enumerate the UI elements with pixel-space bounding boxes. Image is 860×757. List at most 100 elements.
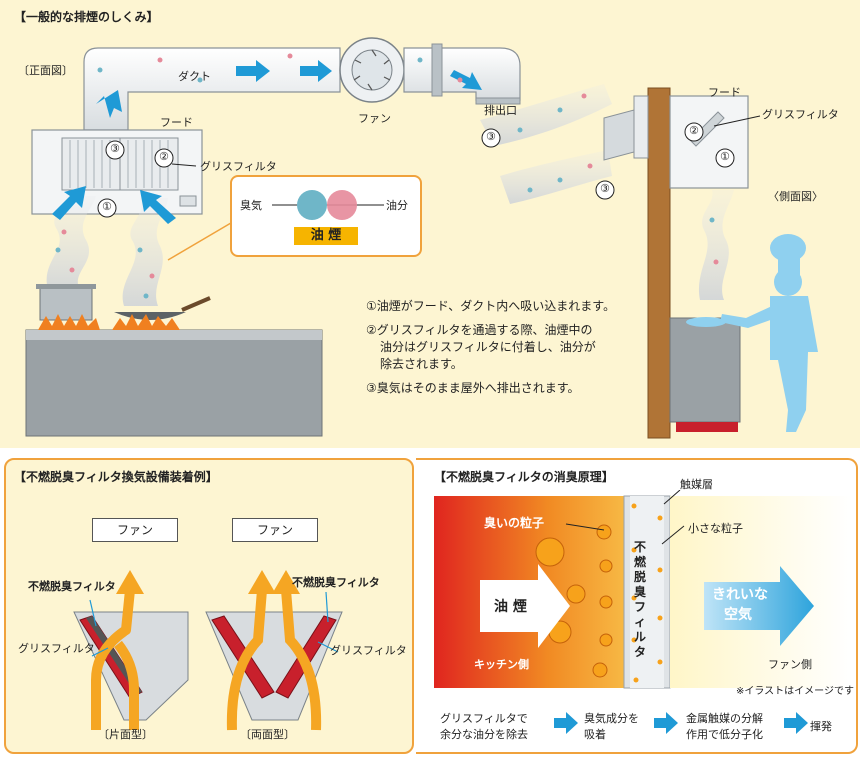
- step-2c: 除去されます。: [380, 357, 463, 371]
- fan-box-double: ファン: [232, 518, 318, 542]
- hood-drip: [179, 195, 197, 207]
- flow-2-line2: 吸着: [584, 728, 606, 741]
- chef-silhouette: [686, 234, 818, 432]
- clean-air-label-2: 空気: [724, 607, 752, 623]
- side-stove: [669, 317, 741, 423]
- exhaust-rim: [475, 97, 521, 105]
- duct-label: ダクト: [178, 70, 211, 83]
- side-hood-label: フード: [708, 86, 741, 99]
- single-deodor-pointer: [89, 599, 97, 627]
- side-stove-base: [676, 422, 738, 432]
- double-flow-arrow-left: [248, 570, 276, 594]
- legend-box: 臭気 油分 油 煙: [230, 175, 422, 257]
- clean-air-label-1: きれいな: [712, 587, 768, 603]
- frying-pan: [114, 312, 186, 320]
- odor-particles-large: [535, 524, 613, 678]
- double-flow-arrow-right: [272, 570, 300, 594]
- pot-rim: [36, 284, 96, 289]
- wall: [647, 87, 671, 439]
- double-deodor-label: 不燃脱臭フィルタ: [292, 576, 380, 589]
- double-grease-label: グリスフィルタ: [330, 644, 407, 657]
- duct-joint: [431, 43, 443, 97]
- single-grease-pointer: [91, 647, 109, 657]
- installation-panel: [4, 458, 414, 754]
- legend-smoke: 油 煙: [294, 227, 358, 245]
- suction-arrow-right: [140, 190, 176, 224]
- smoke-plume-left: [46, 196, 96, 290]
- single-flow-2: [114, 640, 139, 730]
- clean-air-arrow: [704, 566, 814, 646]
- catalyst-pointer: [663, 490, 681, 505]
- flow-1-line2: 余分な油分を除去: [440, 728, 528, 741]
- double-grease-pointer: [317, 641, 339, 653]
- flame-left: [38, 314, 100, 330]
- marker-3-side: ③: [600, 182, 610, 195]
- double-deodor-pointer: [325, 591, 329, 623]
- flow-3-line1: 金属触媒の分解: [686, 712, 763, 725]
- odor-particle-pointer: [565, 523, 605, 531]
- top-title: 【一般的な排煙のしくみ】: [14, 10, 159, 24]
- side-hood: [669, 95, 749, 189]
- double-flow-left: [226, 589, 267, 731]
- flow-4-line1: 揮発: [810, 720, 832, 733]
- side-smoke: [698, 190, 734, 300]
- smoke-plume-right: [122, 198, 168, 306]
- single-grease-label: グリスフィルタ: [18, 642, 95, 655]
- principle-title: 【不燃脱臭フィルタの消臭原理】: [434, 470, 614, 484]
- stove-counter: [25, 329, 323, 437]
- flow-1-line1: グリスフィルタで: [440, 712, 528, 725]
- side-view-label: 〈側面図〉: [768, 190, 823, 203]
- side-duct: [633, 95, 649, 159]
- flame-right: [112, 314, 180, 330]
- suction-arrow-left: [52, 186, 86, 220]
- small-particle-pointer: [661, 525, 685, 545]
- flow-2-line1: 臭気成分を: [584, 712, 639, 725]
- pan-handle: [181, 296, 211, 312]
- stove-top: [26, 330, 322, 340]
- step-3: ③臭気はそのまま屋外へ排出されます。: [366, 381, 580, 395]
- exhaust-label: 排出口: [484, 104, 517, 117]
- fan-rotor: [351, 49, 393, 91]
- filter-vertical-label: 不燃脱臭フィルタ: [634, 540, 647, 659]
- outdoor-smoke-2: [500, 150, 612, 204]
- grease-filter-label: グリスフィルタ: [200, 160, 277, 173]
- step-2a: ②グリスフィルタを通過する際、油煙中の: [366, 323, 593, 337]
- flow-3-line2: 作用で低分子化: [686, 728, 763, 741]
- flow-arrow-3: [784, 712, 808, 734]
- principle-diagram: [434, 490, 852, 689]
- flow-arrow-2: [654, 712, 678, 734]
- catalyst-particles: [631, 503, 663, 683]
- double-flow-right: [281, 589, 322, 731]
- duct-arrow-down: [450, 70, 482, 90]
- odor-particles: [55, 53, 727, 299]
- installation-diagram: [73, 570, 343, 731]
- marker-2-side: ②: [689, 124, 699, 137]
- catalyst-layer-label: 触媒層: [680, 478, 713, 491]
- duct-shape: [83, 47, 341, 131]
- legend-oil: 油分: [386, 199, 408, 212]
- single-flow-arrow: [116, 570, 144, 594]
- single-flow: [91, 589, 135, 730]
- flow-arrow-1: [554, 712, 578, 734]
- step-2b: 油分はグリスフィルタに付着し、油分が: [380, 340, 596, 354]
- kitchen-side-label: キッチン側: [474, 658, 529, 671]
- fan-label: ファン: [358, 112, 391, 125]
- fan-side-label: ファン側: [768, 658, 812, 671]
- small-particle-label: 小さな粒子: [688, 522, 743, 535]
- side-duct-outlet: [603, 109, 635, 161]
- exhaust-diagram: [25, 37, 818, 439]
- marker-3: ③: [110, 142, 120, 155]
- hood-label: フード: [160, 116, 193, 129]
- single-type-label: 〔片面型〕: [98, 728, 153, 741]
- grease-pointer: [171, 163, 197, 167]
- duct-arrow-up: [96, 90, 122, 118]
- side-grease-filter-label: グリスフィルタ: [762, 108, 839, 121]
- marker-1-side: ①: [720, 150, 730, 163]
- front-view-label: 〔正面図〕: [18, 64, 73, 77]
- duct-arrow-right-2: [300, 60, 332, 82]
- single-deodor-label: 不燃脱臭フィルタ: [28, 580, 116, 593]
- flow-arrows: [554, 712, 808, 734]
- marker-2: ②: [159, 150, 169, 163]
- oil-smoke-arrow: [480, 564, 570, 648]
